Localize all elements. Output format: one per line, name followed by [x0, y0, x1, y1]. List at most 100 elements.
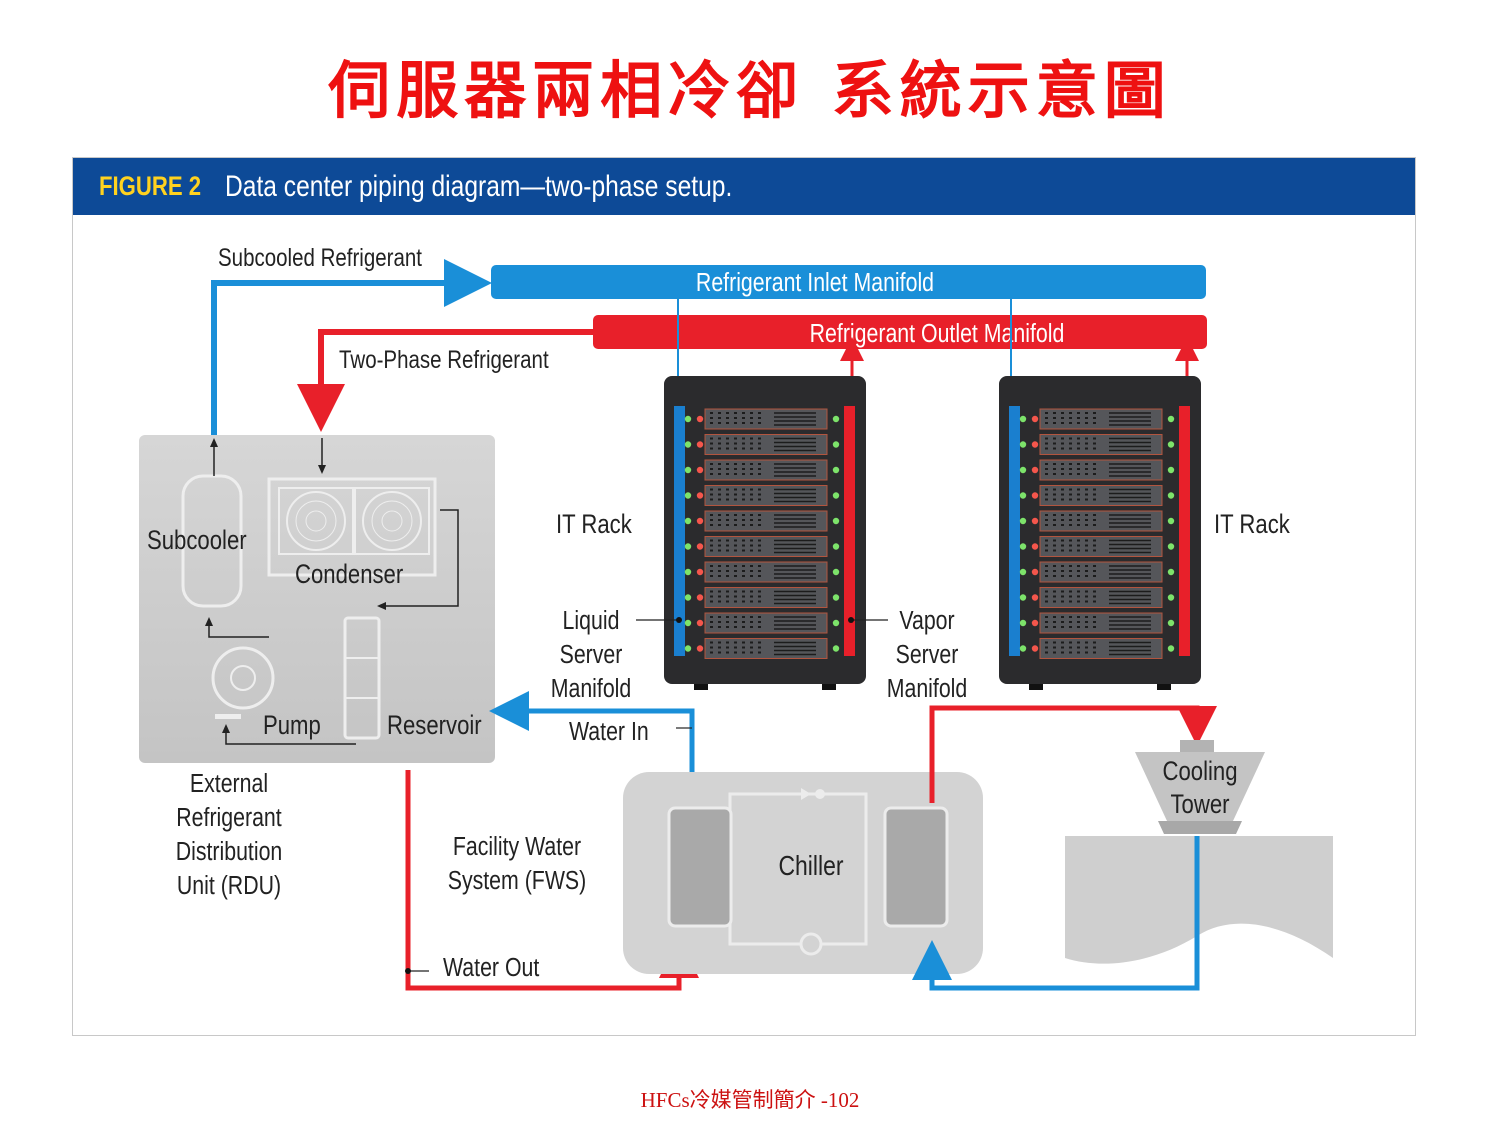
server-unit	[1039, 536, 1163, 557]
liquid-connector	[684, 492, 692, 499]
slide-footer: HFCs冷媒管制簡介 -102	[640, 1088, 860, 1112]
server-unit	[1039, 485, 1163, 506]
liquid-connector	[1019, 517, 1027, 525]
vapor-label-line2: Server	[896, 640, 959, 670]
pump-icon	[211, 646, 275, 710]
vapor-connector	[832, 492, 840, 499]
piping-diagram: Refrigerant Inlet Manifold Refrigerant O…	[139, 243, 1333, 991]
outlet-manifold-label: Refrigerant Outlet Manifold	[810, 319, 1065, 349]
cooling-tower-label-line2: Tower	[1170, 790, 1229, 820]
server-unit	[1039, 510, 1163, 532]
vapor-connector	[832, 645, 840, 652]
liquid-connector	[684, 619, 692, 627]
liquid-connector	[1019, 543, 1027, 550]
vapor-connector	[1167, 619, 1175, 627]
vapor-manifold-label: Vapor Server Manifold	[887, 606, 968, 704]
subcooled-pipe	[211, 259, 492, 435]
subcooler-label: Subcooler	[147, 526, 247, 556]
server-unit	[1039, 459, 1163, 481]
figure-number: FIGURE 2	[99, 171, 202, 201]
vapor-server-manifold	[844, 406, 855, 656]
liquid-label-line1: Liquid	[563, 606, 620, 636]
it-rack-right-label: IT Rack	[1214, 510, 1290, 540]
server-unit	[704, 587, 828, 608]
rdu-label-line2: Refrigerant	[176, 803, 282, 833]
liquid-connector	[684, 594, 692, 601]
server-unit	[704, 536, 828, 557]
inlet-manifold: Refrigerant Inlet Manifold	[491, 265, 1206, 299]
fws-label-line2: System (FWS)	[448, 866, 587, 896]
server-unit	[704, 485, 828, 506]
liquid-connector	[684, 466, 692, 474]
liquid-connector	[1019, 466, 1027, 474]
rdu-caption: External Refrigerant Distribution Unit (…	[176, 769, 283, 901]
liquid-connector	[1019, 568, 1027, 576]
fan-icon	[362, 491, 422, 551]
vapor-connector	[832, 517, 840, 525]
liquid-server-manifold	[1009, 406, 1020, 656]
vapor-connector	[1167, 415, 1175, 423]
figure-panel: FIGURE 2 Data center piping diagram—two-…	[72, 157, 1416, 1036]
server-unit	[1039, 434, 1163, 455]
liquid-connector	[1019, 441, 1027, 448]
vapor-connector	[1167, 543, 1175, 550]
pump-label: Pump	[263, 711, 321, 741]
server-unit	[1039, 408, 1163, 430]
rdu-label-line3: Distribution	[176, 837, 283, 867]
server-unit	[704, 459, 828, 481]
liquid-label-line3: Manifold	[551, 674, 632, 704]
slide-title: 伺服器兩相冷卻 系統示意圖	[328, 54, 1172, 127]
liquid-connector	[684, 568, 692, 576]
liquid-connector	[684, 543, 692, 550]
server-unit	[1039, 638, 1163, 659]
rdu-unit: Subcooler Condenser Pump Reservoir	[139, 435, 495, 763]
tower-supply-pipe	[929, 705, 1217, 803]
liquid-label-line2: Server	[560, 640, 623, 670]
vapor-label-line1: Vapor	[899, 606, 954, 636]
it-rack-left	[664, 376, 866, 690]
subcooled-label: Subcooled Refrigerant	[218, 243, 423, 271]
fan-icon	[286, 491, 346, 551]
liquid-connector	[1019, 415, 1027, 423]
liquid-connector	[684, 441, 692, 448]
liquid-connector	[1019, 594, 1027, 601]
vapor-connector	[1167, 441, 1175, 448]
it-rack-right	[999, 376, 1201, 690]
reservoir-label: Reservoir	[387, 711, 482, 741]
two-phase-pipe	[297, 329, 593, 432]
condenser-coil	[883, 806, 949, 928]
liquid-manifold-label: Liquid Server Manifold	[551, 606, 632, 704]
vapor-server-manifold	[1179, 406, 1190, 656]
server-unit	[704, 612, 828, 634]
server-unit	[1039, 561, 1163, 583]
condenser-label: Condenser	[295, 560, 403, 590]
liquid-connector	[1019, 619, 1027, 627]
liquid-connector	[684, 415, 692, 423]
vapor-label-line3: Manifold	[887, 674, 968, 704]
vapor-connector	[832, 441, 840, 448]
vapor-connector	[1167, 517, 1175, 525]
liquid-connector	[684, 517, 692, 525]
figure-caption: Data center piping diagram—two-phase set…	[225, 170, 733, 203]
water-out-label: Water Out	[443, 953, 540, 983]
liquid-connector	[1019, 645, 1027, 652]
vapor-connector	[832, 415, 840, 423]
it-rack-left-label: IT Rack	[556, 510, 632, 540]
vapor-connector	[832, 568, 840, 576]
server-unit	[704, 434, 828, 455]
vapor-connector	[1167, 466, 1175, 474]
vapor-connector	[832, 466, 840, 474]
vapor-connector	[1167, 594, 1175, 601]
evaporator-coil	[667, 806, 733, 928]
fws-label-line1: Facility Water	[453, 832, 581, 862]
cooling-tower-label-line1: Cooling	[1162, 757, 1237, 787]
inlet-manifold-label: Refrigerant Inlet Manifold	[696, 268, 934, 298]
vapor-connector	[832, 594, 840, 601]
rdu-label-line1: External	[190, 769, 268, 799]
condenser-unit	[267, 477, 437, 577]
chiller-label: Chiller	[778, 851, 843, 882]
server-unit	[704, 638, 828, 659]
two-phase-label: Two-Phase Refrigerant	[339, 345, 549, 373]
liquid-server-manifold	[674, 406, 685, 656]
server-unit	[1039, 612, 1163, 634]
